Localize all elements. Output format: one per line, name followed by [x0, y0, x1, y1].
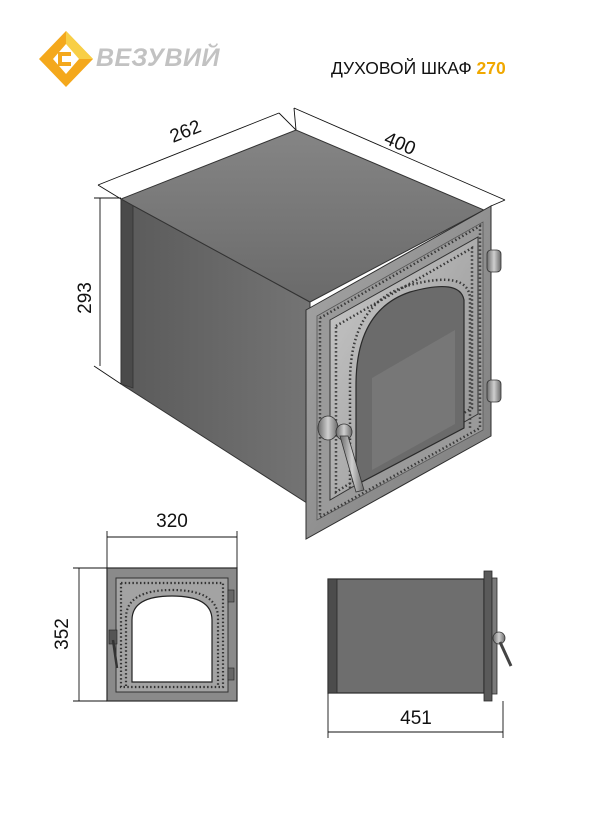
- product-model: 270: [476, 58, 506, 78]
- brand-diamond-logo-icon: [39, 31, 93, 87]
- front-hinge-top-icon: [227, 589, 235, 603]
- front-latch-lever-icon: [111, 639, 119, 669]
- side-view-lever-icon: [498, 641, 513, 667]
- latch-knob-icon: [317, 415, 339, 441]
- side-view-back-flange: [327, 578, 338, 694]
- side-dimensions: [327, 693, 504, 738]
- product-name: ДУХОВОЙ ШКАФ: [331, 58, 472, 78]
- front-hinge-bottom-icon: [227, 667, 235, 681]
- dim-depth-label: 262: [167, 116, 204, 147]
- isometric-view: [119, 129, 502, 540]
- lower-hinge-icon: [486, 379, 502, 403]
- isometric-dimensions: [93, 107, 506, 385]
- window-bead-arch: [348, 278, 472, 488]
- dim-height-label: 293: [75, 282, 96, 314]
- latch-lever-icon: [339, 435, 365, 493]
- front-view-window: [131, 595, 213, 683]
- side-view-front-flange: [483, 570, 493, 702]
- upper-hinge-icon: [486, 249, 502, 273]
- front-dimensions: [73, 531, 238, 702]
- dim-width-label: 400: [381, 128, 418, 160]
- side-view-body: [327, 578, 485, 694]
- product-title: ДУХОВОЙ ШКАФ 270: [331, 58, 506, 79]
- side-view-latch-icon: [492, 631, 506, 645]
- oven-back-flange: [120, 198, 134, 389]
- brand-name: ВЕЗУВИЙ: [96, 44, 220, 72]
- side-view: [327, 570, 513, 702]
- front-view: [106, 567, 238, 702]
- dim-side-length-label: 451: [400, 708, 432, 729]
- dim-front-width-label: 320: [156, 511, 188, 532]
- glass-inner-shade: [372, 330, 455, 470]
- dim-front-height-label: 352: [52, 618, 73, 650]
- door-bead-border: [334, 245, 474, 495]
